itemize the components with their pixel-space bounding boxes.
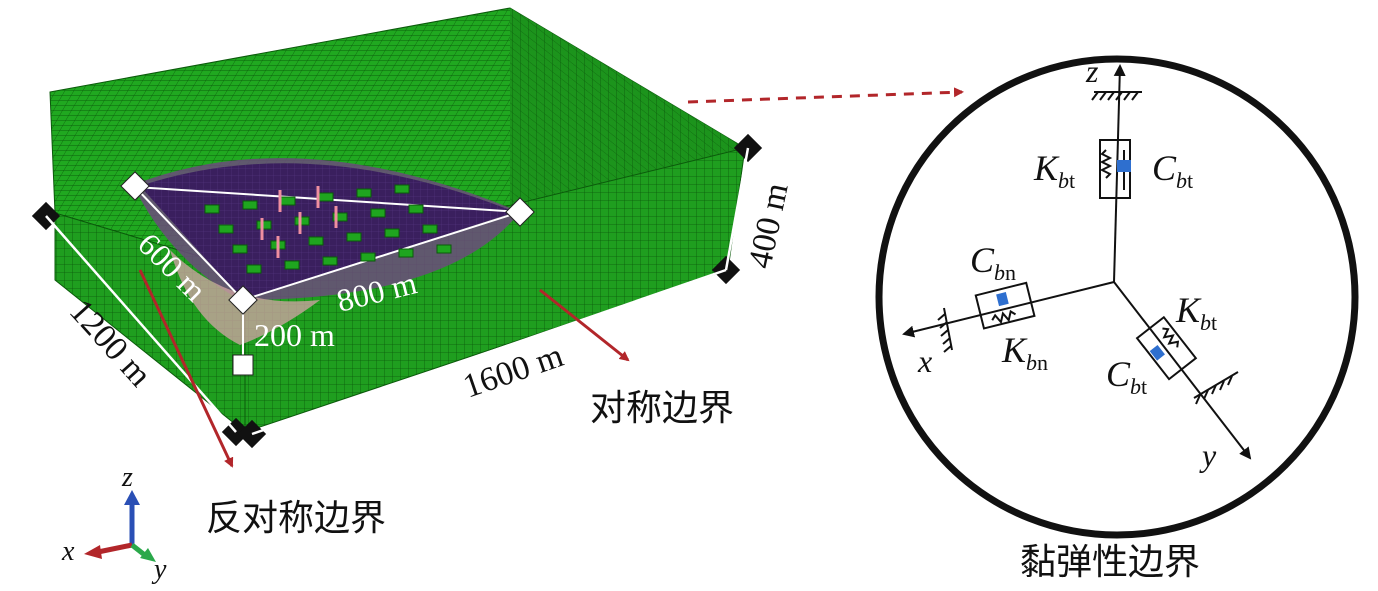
triad-z-label: z [121,462,133,493]
detail-x-axis [902,281,1115,338]
pile-cap [318,192,334,202]
pile-cap [360,252,376,262]
symmetric-boundary-caption: 对称边界 [590,388,734,429]
antisymmetric-boundary-arrow [138,269,234,468]
triad-y-label: y [151,554,167,585]
triad-z-arrowhead [124,490,140,505]
z-fixed-support [1091,91,1142,101]
edge-width-line [251,268,727,436]
edge-height-line [724,147,750,271]
pile-cap [256,220,272,230]
pile-cap [322,256,338,266]
detail-callout-arrow [687,87,964,104]
pit-corner-marker [120,171,150,201]
antisymmetric-boundary-caption: 反对称边界 [206,498,386,539]
pile-cap [204,204,220,214]
x-fixed-support [937,307,953,353]
dimension-label-400m: 400 m [742,180,796,272]
pile-cap [246,264,262,274]
label-k-bn: Kbn [1001,330,1048,375]
detail-x-label: x [917,343,932,379]
edge-depth-line [45,215,237,433]
pile-cap [232,244,248,254]
dimension-label-200m: 200 m [254,317,335,353]
pit-corner-marker [228,285,258,315]
triad-x-axis [97,542,133,555]
viscoelastic-detail: z x y Kbt Cbt Cbn Kbn Kbt Cbt [875,53,1359,539]
pile-cap [356,188,372,198]
y-fixed-support [1193,371,1239,405]
pile-cap [294,216,310,226]
pile-cap [394,184,410,194]
pile-cap [332,212,348,222]
triad-x-label: x [61,536,75,567]
pile-cap [308,236,324,246]
label-c-bt-y: Cbt [1106,354,1147,399]
detail-caption: 黏弹性边界 [1020,542,1200,583]
pile-cap [398,248,414,258]
label-k-bt-y: Kbt [1175,290,1217,335]
z-spring-damper [1099,139,1131,199]
pile-cap [280,196,296,206]
soil-model [31,7,763,449]
pit-bottom [140,163,515,300]
triad-y-arrowhead [140,548,156,562]
x-spring-damper [974,281,1036,330]
detail-circle [875,55,1359,539]
pile-cap [436,244,452,254]
pile-cap [370,208,386,218]
pile-cap [218,224,234,234]
label-k-bt-z: Kbt [1033,148,1075,193]
pit-corner-marker [232,354,254,376]
pile-cap [384,228,400,238]
pile-cap [422,224,438,234]
coordinate-triad: z x y [61,462,167,585]
pile-group [204,184,452,274]
y-spring-damper [1135,315,1198,381]
pit-corner-marker [505,197,535,227]
detail-z-axis [1113,64,1126,283]
detail-y-label: y [1199,437,1217,473]
pile-cap [346,232,362,242]
label-c-bt-z: Cbt [1152,148,1193,193]
pile-cap [242,200,258,210]
symmetric-boundary-arrow [539,288,630,362]
pile-cap [408,204,424,214]
label-c-bn: Cbn [970,240,1016,285]
triad-x-arrowhead [84,545,102,559]
detail-z-label: z [1085,53,1099,89]
pile-cap [284,260,300,270]
